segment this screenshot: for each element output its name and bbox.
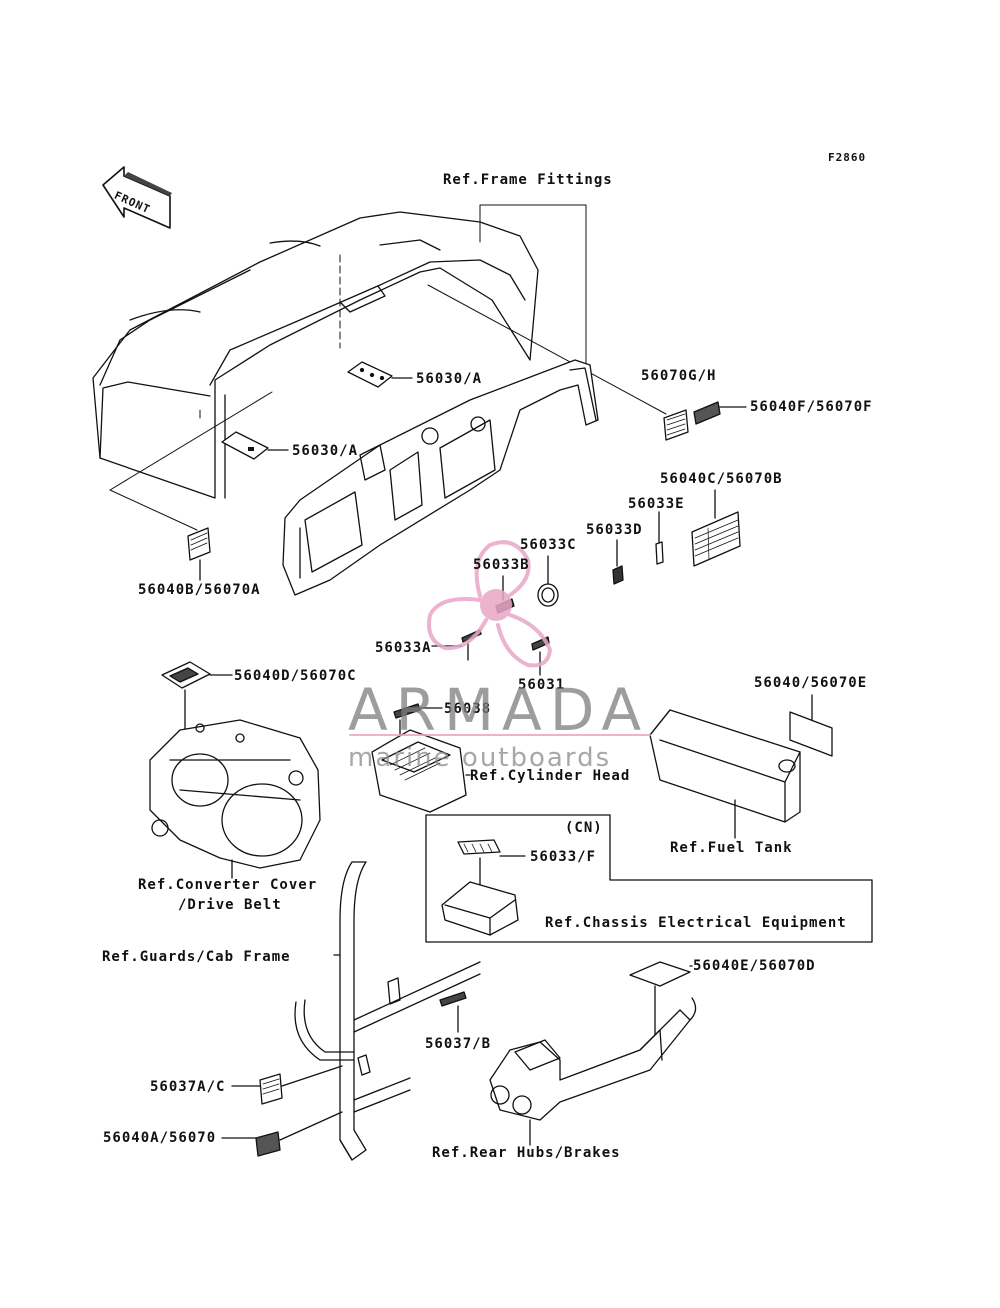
cab-frame-guard [294,861,481,1161]
ring-56033c [537,555,559,607]
label-ref-chassis: Ref.Chassis Electrical Equipment [545,915,847,931]
label-56040a: 56040A/56070 [103,1130,217,1146]
label-56040f: 56040F/56070F [750,399,873,415]
decal-56040a [221,1111,343,1157]
label-56033d: 56033D [586,522,643,538]
label-cn-tag: (CN) [565,820,603,836]
cylinder-head [371,729,471,813]
decal-56033e [655,511,664,565]
label-ref-frame-fittings: Ref.Frame Fittings [443,172,613,188]
label-56040c: 56040C/56070B [660,471,783,487]
label-56033e: 56033E [628,496,685,512]
converter-cover [149,719,321,879]
label-56033a: 56033A [375,640,432,656]
decal-56040f [693,401,747,425]
label-56037b: 56037/B [425,1036,492,1052]
label-ref-converter-cover: Ref.Converter Cover [138,877,318,893]
decal-56037ac [231,1065,343,1105]
decal-56038 [393,703,443,736]
watermark-tagline: marine outboards [348,743,612,773]
cn-region-box [425,814,873,943]
label-56038: 56038 [444,701,492,717]
label-ref-cylinder-head: Ref.Cylinder Head [470,768,631,784]
front-direction-arrow [102,166,172,229]
label-56040d: 56040D/56070C [234,668,357,684]
decal-56033f [457,839,526,886]
rear-axle-housing [489,997,697,1146]
figure-code: F2860 [828,151,867,164]
label-56037ac: 56037A/C [150,1079,226,1095]
label-56033f: 56033/F [530,849,597,865]
label-ref-rear-hubs: Ref.Rear Hubs/Brakes [432,1145,621,1161]
label-ref-guards: Ref.Guards/Cab Frame [102,949,291,965]
label-ref-fuel-tank: Ref.Fuel Tank [670,840,793,856]
decal-56040c [691,489,741,567]
decal-56030a-top [347,361,413,388]
decal-56037b [439,991,467,1033]
label-56070gh: 56070G/H [641,368,717,384]
fuel-tank [649,709,801,839]
decal-56040e-tank [789,694,833,757]
electrical-module [441,881,519,936]
decal-56070gh [663,409,689,441]
label-56033b: 56033B [473,557,530,573]
label-56031: 56031 [518,677,566,693]
decal-56040d [161,661,233,731]
label-56040b: 56040B/56070A [138,582,261,598]
watermark-brand: ARMADA [348,676,650,744]
dashboard-panel [282,359,599,596]
label-56040-tank: 56040/56070E [754,675,868,691]
decal-56040b [187,527,211,581]
label-56030a-bottom: 56030/A [292,443,359,459]
label-56033c: 56033C [520,537,577,553]
label-56030a-top: 56030/A [416,371,483,387]
label-drive-belt: /Drive Belt [178,897,282,913]
decal-56033d [612,539,624,585]
watermark-propeller-logo [427,540,552,668]
leader-lines [109,204,667,531]
label-56040e-d: 56040E/56070D [693,958,816,974]
decal-56030a-bottom [221,431,289,460]
